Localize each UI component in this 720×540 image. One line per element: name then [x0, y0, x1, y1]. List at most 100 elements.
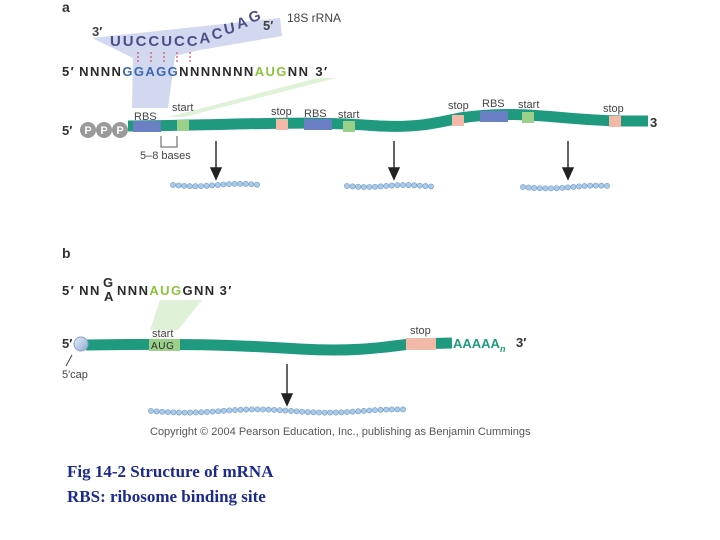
amino-acid-bead: [388, 182, 395, 189]
amino-acid-bead: [372, 183, 378, 190]
amino-acid-bead: [344, 409, 350, 415]
protein-chains-a: [170, 180, 610, 192]
amino-acid-bead: [181, 409, 188, 416]
mrna-start-codon: AUG: [255, 64, 288, 79]
amino-acid-bead: [400, 182, 406, 188]
start-codon-b: AUG: [151, 341, 174, 352]
strand-b-five-prime: 5′: [62, 336, 72, 351]
amino-acid-bead: [332, 409, 339, 416]
prokaryotic-mrna-strand: [127, 108, 648, 132]
rrna-three-prime: 3′: [92, 24, 102, 39]
strand-a-three-prime: 3: [650, 115, 657, 130]
amino-acid-bead: [237, 180, 244, 187]
rbs-box-1: [133, 121, 161, 132]
amino-acid-bead: [181, 182, 188, 189]
amino-acid-bead: [377, 406, 384, 413]
amino-acid-bead: [293, 408, 300, 415]
amino-acid-bead: [327, 409, 334, 416]
amino-acid-bead: [394, 182, 401, 189]
amino-acid-bead: [338, 409, 345, 416]
rbs-pairing-highlight: [92, 18, 282, 108]
cap-pointer: [65, 354, 73, 367]
amino-acid-bead: [203, 182, 210, 189]
amino-acid-bead: [192, 409, 199, 416]
amino-acid-bead: [411, 182, 418, 189]
seq-suffix: GNN: [182, 283, 215, 298]
amino-acid-bead: [226, 407, 233, 414]
purine-a: A: [104, 289, 114, 304]
amino-acid-bead: [542, 185, 549, 192]
amino-acid-bead: [344, 183, 350, 189]
amino-acid-bead: [192, 183, 199, 190]
amino-acid-bead: [400, 406, 406, 413]
rrna-base: C: [211, 25, 224, 43]
rrna-base: U: [161, 33, 172, 50]
amino-acid-bead: [187, 409, 194, 416]
amino-acid-bead: [220, 407, 227, 414]
amino-acid-bead: [186, 183, 193, 190]
rrna-label: 18S rRNA: [287, 11, 341, 25]
amino-acid-bead: [349, 183, 356, 190]
amino-acid-bead: [304, 409, 311, 415]
rbs-box-2: [304, 119, 332, 130]
rbs-label-3: RBS: [482, 98, 505, 110]
base-pair-lines: [137, 52, 191, 64]
amino-acid-bead: [164, 409, 171, 415]
rrna-base: G: [246, 7, 263, 27]
caption-line-1: Fig 14-2 Structure of mRNA: [67, 462, 274, 481]
amino-acid-bead: [564, 184, 571, 191]
rrna-base: C: [187, 33, 198, 50]
amino-acid-bead: [175, 182, 182, 189]
start-box-2: [343, 121, 355, 132]
stop-label-1: stop: [271, 106, 292, 118]
seq-prefix: NN: [79, 283, 101, 298]
amino-acid-bead: [254, 181, 260, 188]
amino-acid-bead: [536, 185, 543, 192]
purine-g: G: [103, 275, 113, 290]
strand-b-three-prime: 3′: [516, 335, 526, 350]
amino-acid-bead: [299, 408, 306, 415]
start-box-b: [149, 339, 180, 351]
amino-acid-bead: [209, 408, 216, 415]
seq-start-codon: AUG: [149, 283, 182, 298]
amino-acid-bead: [355, 408, 362, 415]
copyright: Copyright © 2004 Pearson Education, Inc.…: [150, 426, 531, 438]
amino-acid-bead: [366, 407, 373, 414]
svg-text:P: P: [100, 125, 107, 137]
seq-middle: NNN: [117, 283, 149, 298]
amino-acid-bead: [422, 183, 429, 189]
start-pairing-highlight: [168, 78, 336, 117]
amino-acid-bead: [153, 408, 160, 415]
amino-acid-bead: [383, 406, 390, 413]
amino-acid-bead: [548, 185, 554, 192]
amino-acid-bead: [360, 407, 367, 414]
amino-acid-bead: [254, 406, 261, 413]
stop-box-b: [406, 338, 436, 350]
rrna-base: C: [136, 33, 147, 50]
amino-acid-bead: [388, 406, 395, 413]
strand-a-five-prime: 5′: [62, 123, 72, 138]
rrna-five-prime: 5′: [263, 18, 273, 33]
amino-acid-bead: [581, 183, 588, 189]
amino-acid-bead: [428, 183, 434, 190]
stop-box-1: [276, 119, 288, 130]
amino-acid-bead: [276, 407, 283, 414]
amino-acid-bead: [209, 182, 216, 189]
mrna-suffix: NN: [288, 64, 310, 79]
svg-text:P: P: [84, 125, 91, 137]
stop-label-2: stop: [448, 100, 469, 112]
amino-acid-bead: [282, 407, 289, 414]
amino-acid-bead: [248, 181, 255, 188]
amino-acid-bead: [232, 407, 238, 413]
amino-acid-bead: [271, 406, 278, 413]
mrna-spacer: NNNNNNN: [179, 64, 255, 79]
start-label-3: start: [518, 99, 539, 111]
amino-acid-bead: [383, 183, 390, 189]
start-label-1: start: [172, 102, 193, 114]
amino-acid-bead: [170, 409, 177, 416]
amino-acid-bead: [316, 409, 322, 416]
poly-a-tail: AAAAAn: [453, 336, 506, 354]
stop-label-3: stop: [603, 103, 624, 115]
mrna-shine-dalgarno: GGAGG: [122, 64, 179, 79]
